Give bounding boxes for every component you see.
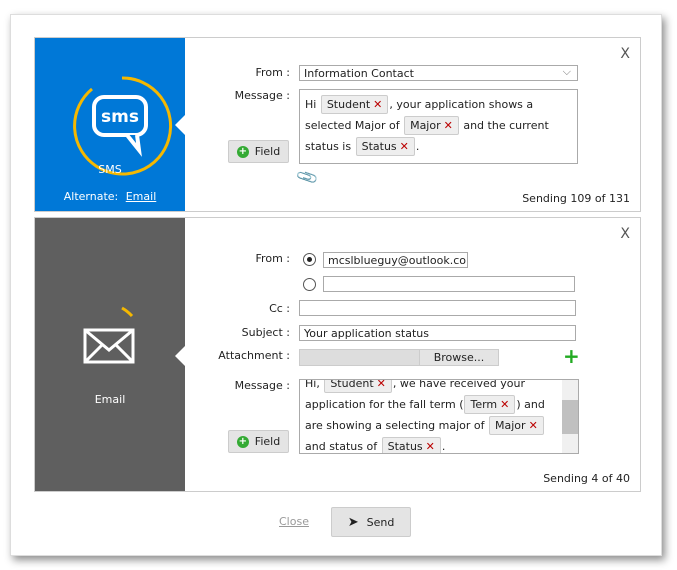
svg-text:sms: sms — [101, 107, 139, 127]
field-token-major[interactable]: Major✕ — [489, 416, 544, 435]
remove-icon[interactable]: ✕ — [500, 398, 510, 411]
notch — [175, 345, 186, 367]
from-label: From : — [255, 252, 290, 265]
field-token-status[interactable]: Status✕ — [381, 437, 441, 453]
scrollbar[interactable] — [562, 380, 578, 453]
plus-circle-icon: + — [236, 145, 249, 158]
send-button[interactable]: ➤Send — [331, 507, 411, 537]
paper-plane-icon: ➤ — [347, 514, 359, 530]
message-label: Message : — [234, 89, 290, 102]
email-side: Email — [35, 218, 186, 491]
message-label: Message : — [234, 379, 290, 392]
remove-icon[interactable]: ✕ — [399, 140, 409, 153]
field-token-status[interactable]: Status✕ — [355, 137, 415, 156]
sms-insert-field-button[interactable]: +Field — [228, 140, 289, 163]
chevron-down-icon: ⌵ — [562, 65, 571, 78]
browse-button[interactable]: Browse... — [419, 349, 499, 366]
sms-icon: sms — [73, 76, 173, 176]
attachment-label: Attachment : — [218, 349, 290, 362]
from-select[interactable]: Information Contact ⌵ — [299, 65, 578, 81]
remove-icon[interactable]: ✕ — [376, 379, 386, 390]
notch — [175, 114, 186, 136]
sms-message-editor[interactable]: Hi Student✕, your application shows a se… — [299, 89, 578, 164]
sms-close-button[interactable]: X — [620, 46, 630, 62]
from-option-2-input[interactable] — [323, 276, 575, 292]
sms-label: SMS — [98, 163, 122, 176]
field-token-term[interactable]: Term✕ — [464, 395, 516, 414]
sms-side: sms SMS Alternate: Email — [35, 38, 186, 211]
email-label: Email — [94, 393, 126, 406]
add-attachment-icon[interactable]: + — [563, 344, 580, 368]
alternate-label: Alternate: — [63, 190, 119, 203]
email-panel: Email X From : mcslblueguy@outlook.com C… — [34, 217, 641, 492]
from-radio-1[interactable] — [303, 253, 316, 266]
cc-input[interactable] — [299, 300, 576, 316]
field-token-student[interactable]: Student✕ — [320, 95, 389, 114]
field-token-student[interactable]: Student✕ — [324, 379, 392, 393]
email-icon — [83, 306, 135, 364]
remove-icon[interactable]: ✕ — [528, 419, 538, 432]
alternate-row: Alternate: Email — [35, 190, 185, 203]
from-label: From : — [255, 66, 290, 79]
alternate-email-link[interactable]: Email — [125, 190, 157, 203]
scrollbar-thumb[interactable] — [562, 400, 578, 434]
paperclip-icon[interactable]: 📎 — [294, 164, 320, 190]
from-radio-2[interactable] — [303, 278, 316, 291]
close-link[interactable]: Close — [279, 515, 309, 528]
remove-icon[interactable]: ✕ — [443, 119, 453, 132]
sms-panel: sms SMS Alternate: Email X From : Inform… — [34, 37, 641, 212]
remove-icon[interactable]: ✕ — [425, 440, 435, 453]
sms-sending-count: Sending 109 of 131 — [522, 192, 630, 205]
from-option-1[interactable]: mcslblueguy@outlook.com — [323, 252, 468, 268]
plus-circle-icon: + — [236, 435, 249, 448]
subject-label: Subject : — [241, 326, 290, 339]
email-insert-field-button[interactable]: +Field — [228, 430, 289, 453]
from-value: Information Contact — [304, 67, 414, 80]
remove-icon[interactable]: ✕ — [373, 98, 383, 111]
attachment-path[interactable] — [299, 349, 420, 366]
email-message-editor[interactable]: Hi, Student✕, we have received your appl… — [299, 379, 579, 454]
field-token-major[interactable]: Major✕ — [404, 116, 459, 135]
email-close-button[interactable]: X — [620, 226, 630, 242]
subject-input[interactable]: Your application status — [299, 325, 576, 341]
email-sending-count: Sending 4 of 40 — [543, 472, 630, 485]
cc-label: Cc : — [269, 302, 290, 315]
send-message-dialog: sms SMS Alternate: Email X From : Inform… — [10, 14, 662, 556]
